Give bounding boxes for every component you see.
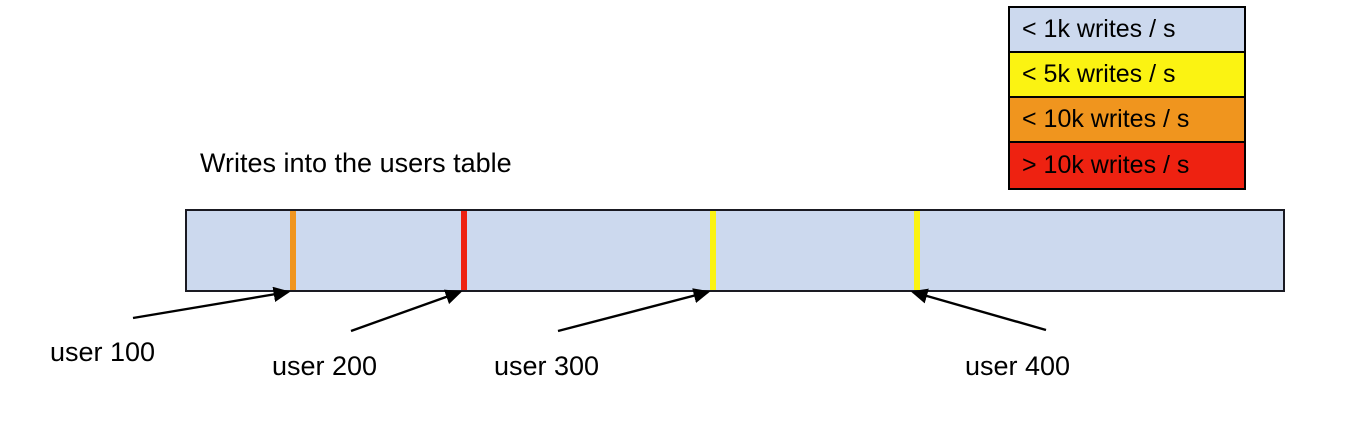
user-200-stripe (461, 211, 467, 290)
legend-row-lt-5k: < 5k writes / s (1010, 53, 1244, 98)
arrow-user-200 (350, 289, 463, 333)
arrow-user-100 (132, 286, 291, 320)
legend: < 1k writes / s < 5k writes / s < 10k wr… (1008, 6, 1246, 190)
legend-row-lt-10k: < 10k writes / s (1010, 98, 1244, 143)
user-300-label: user 300 (494, 351, 600, 381)
users-table-key-range-bar (185, 209, 1285, 292)
user-100-label: user 100 (50, 337, 156, 367)
arrow-user-400 (910, 288, 1047, 332)
user-100-stripe (290, 211, 296, 290)
chart-title: Writes into the users table (200, 148, 512, 178)
user-400-label: user 400 (965, 351, 1071, 381)
bar-fill (187, 211, 1283, 290)
legend-row-lt-1k: < 1k writes / s (1010, 8, 1244, 53)
legend-row-gt-10k: > 10k writes / s (1010, 143, 1244, 188)
user-400-stripe (914, 211, 920, 290)
arrow-user-300 (557, 288, 711, 333)
user-300-stripe (710, 211, 716, 290)
legend-label-lt-10k: < 10k writes / s (1022, 105, 1190, 133)
legend-label-lt-1k: < 1k writes / s (1022, 15, 1176, 43)
legend-label-gt-10k: > 10k writes / s (1022, 151, 1190, 179)
legend-label-lt-5k: < 5k writes / s (1022, 60, 1176, 88)
user-200-label: user 200 (272, 351, 378, 381)
